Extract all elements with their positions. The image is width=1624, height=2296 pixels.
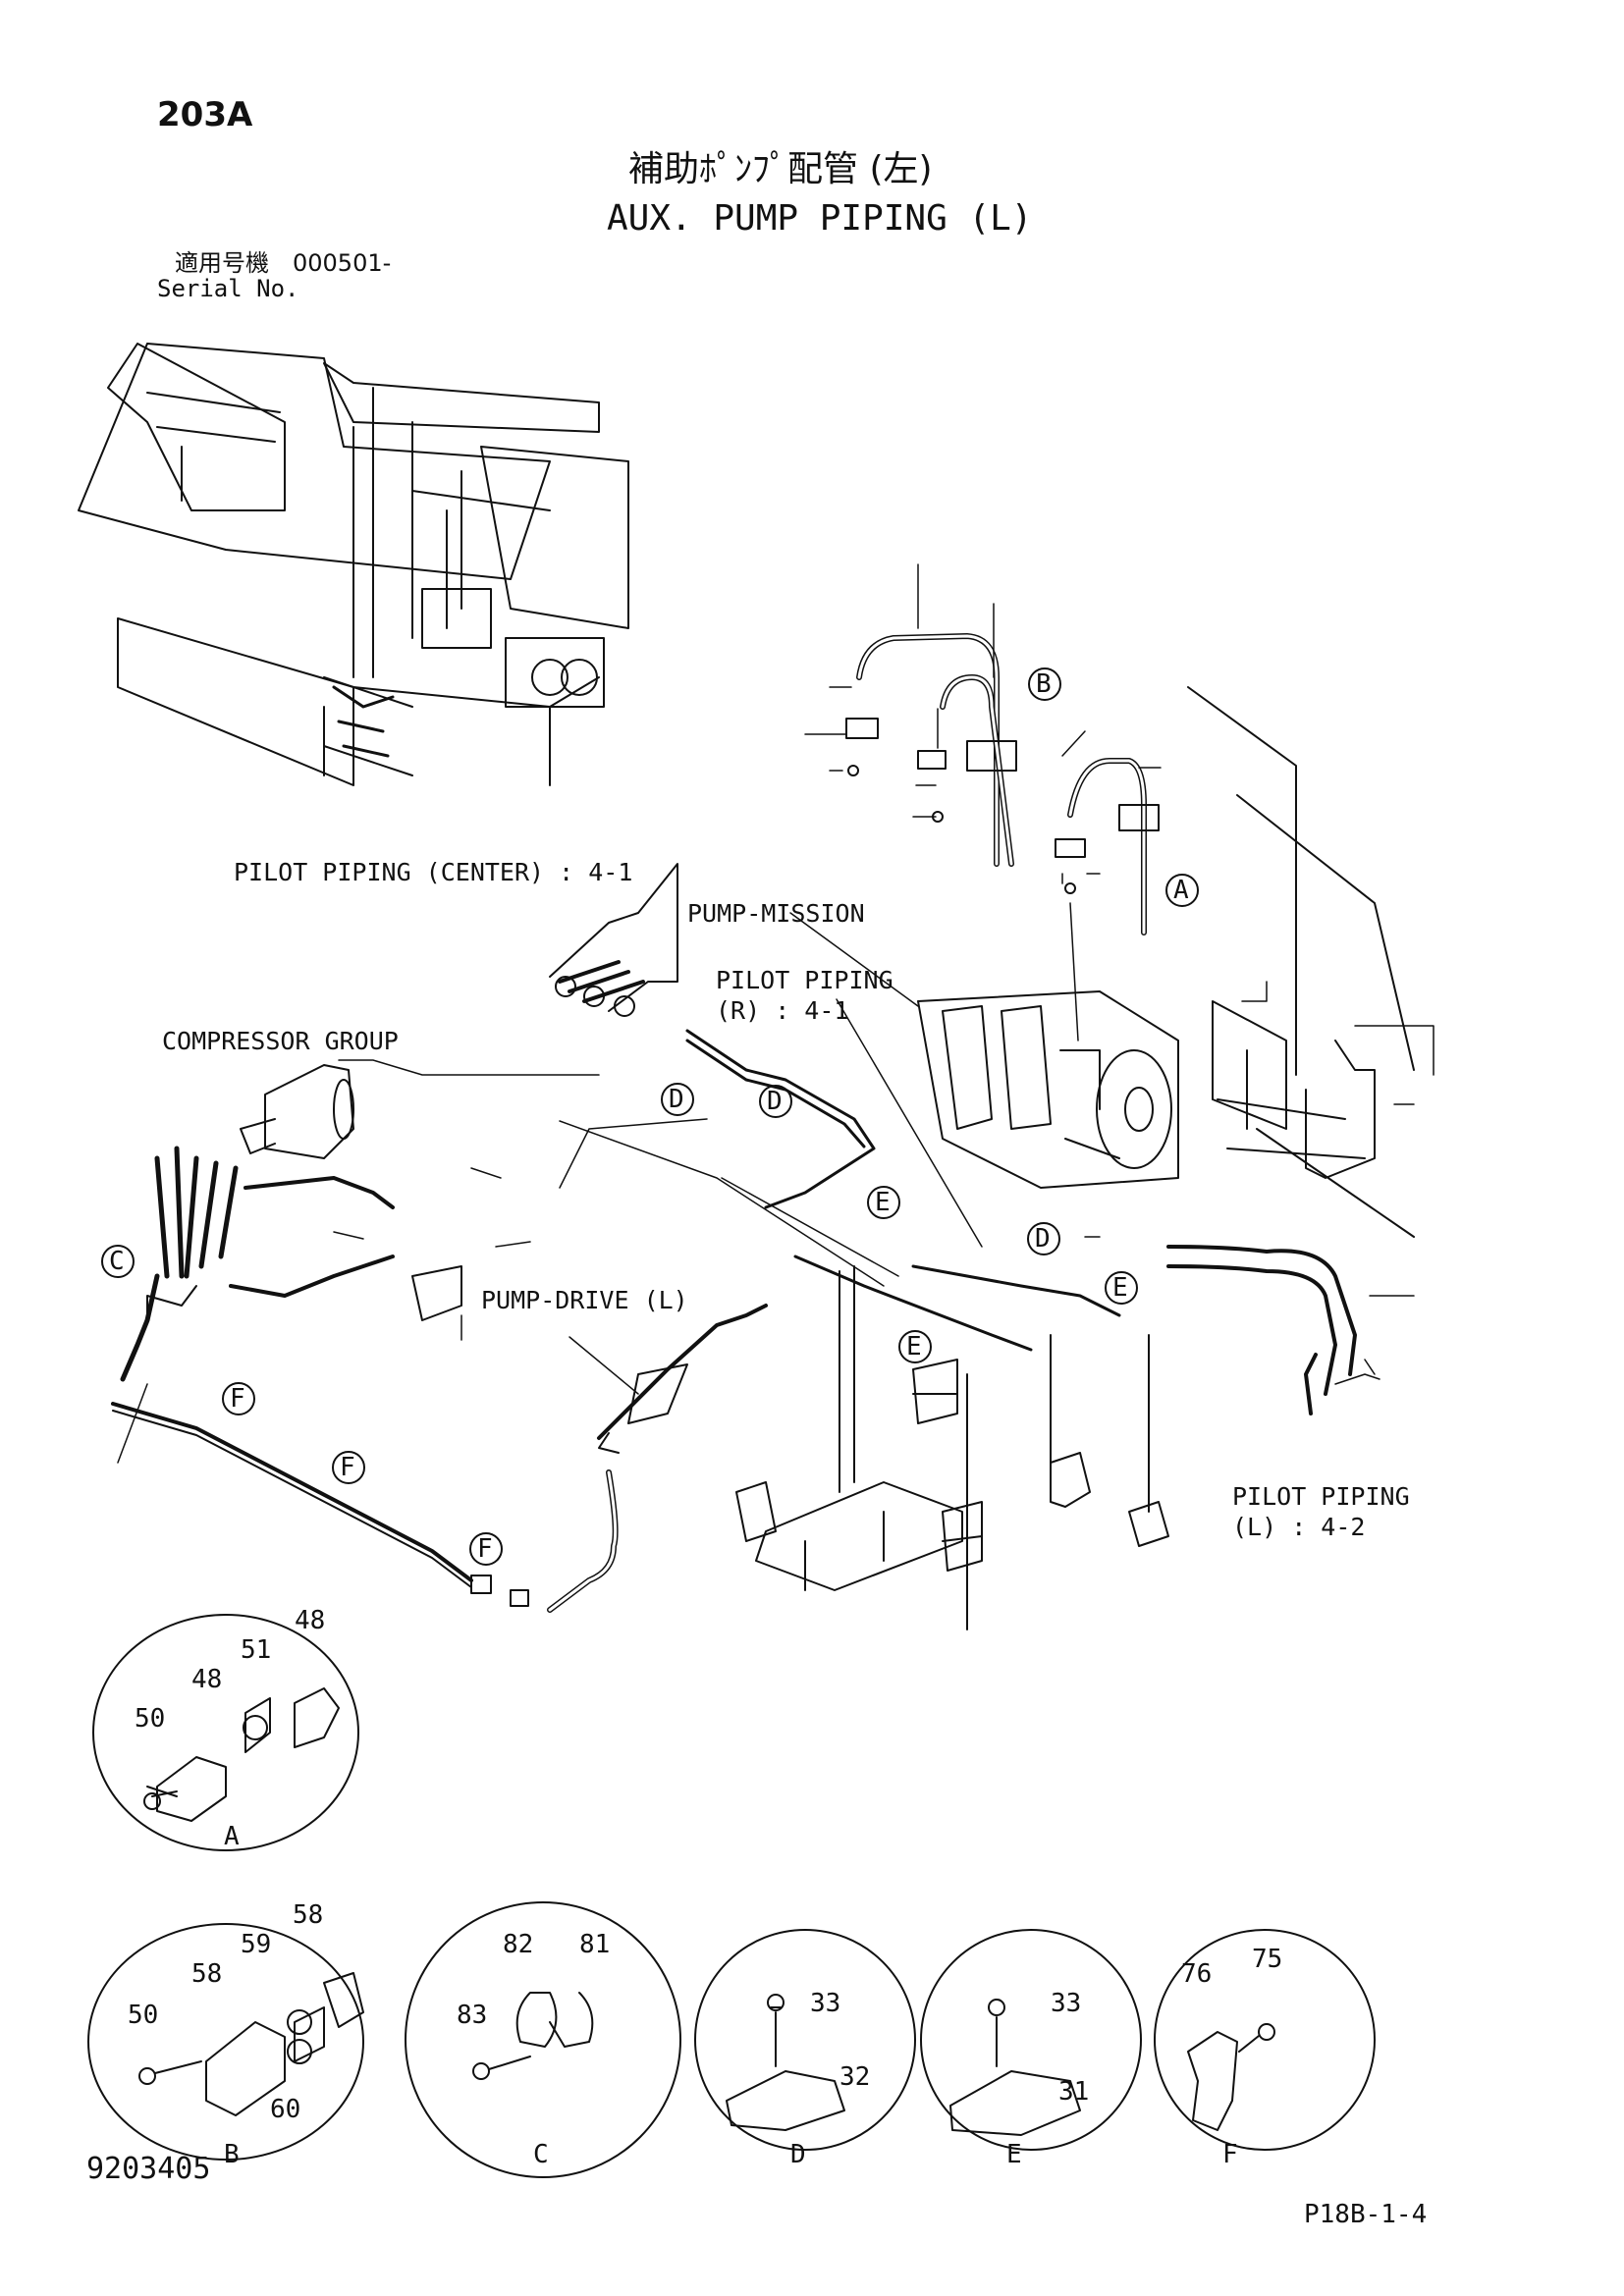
upper-fittings xyxy=(846,719,1159,893)
callout-letter: B xyxy=(1036,669,1052,699)
detail-c-part: 83 xyxy=(457,2001,488,2030)
detail-a-part: 48 xyxy=(191,1665,223,1694)
label-pilot-piping-r: PILOT PIPING xyxy=(716,966,893,994)
pilot-piping-center xyxy=(550,864,677,1016)
serial-label-japanese: 適用号機 000501- xyxy=(175,249,392,277)
detail-letter-b: B xyxy=(224,2140,240,2169)
upper-hoses xyxy=(859,636,1144,933)
lower-lines xyxy=(113,1404,616,1610)
label-compressor-group: COMPRESSOR GROUP xyxy=(162,1027,399,1055)
machine-overview-illustration xyxy=(79,344,628,785)
label-pilot-piping-l: PILOT PIPING xyxy=(1232,1482,1410,1511)
callout-letter: C xyxy=(109,1247,125,1276)
label-pilot-piping-l-ref: (L) : 4-2 xyxy=(1232,1513,1366,1541)
detail-letter-d: D xyxy=(790,2140,806,2169)
detail-letter-c: C xyxy=(533,2140,549,2169)
detail-parts-art xyxy=(139,1688,1274,2135)
callout-letter: F xyxy=(230,1384,245,1414)
callout-letter: D xyxy=(1035,1224,1051,1254)
detail-f-part: 75 xyxy=(1252,1945,1283,1974)
detail-a-part: 48 xyxy=(295,1606,326,1635)
page-reference: P18B-1-4 xyxy=(1304,2200,1428,2229)
page-code: 203A xyxy=(157,95,253,134)
document-number: 9203405 xyxy=(86,2152,211,2186)
label-pilot-piping-r-ref: (R) : 4-1 xyxy=(716,996,849,1025)
detail-e-part: 31 xyxy=(1058,2077,1090,2107)
callout-letter: F xyxy=(340,1453,355,1482)
label-pump-drive: PUMP-DRIVE (L) xyxy=(481,1286,688,1314)
detail-letter-f: F xyxy=(1222,2140,1238,2169)
compressor-group xyxy=(123,1065,393,1379)
mounting-brackets xyxy=(736,1266,1168,1629)
callout-letter: D xyxy=(669,1085,684,1114)
callout-letter: E xyxy=(1112,1273,1128,1303)
callout-letter: D xyxy=(767,1087,783,1116)
detail-e-part: 33 xyxy=(1051,1989,1082,2018)
detail-letter-e: E xyxy=(1006,2140,1022,2169)
detail-b-part: 60 xyxy=(270,2095,301,2124)
page-title-english: AUX. PUMP PIPING (L) xyxy=(607,198,1033,239)
detail-d-part: 33 xyxy=(810,1989,841,2018)
detail-a-part: 50 xyxy=(135,1704,166,1734)
label-pilot-piping-center: PILOT PIPING (CENTER) : 4-1 xyxy=(234,858,633,886)
detail-b-part: 58 xyxy=(293,1900,324,1930)
callout-letter: A xyxy=(1173,876,1189,905)
leader-lines xyxy=(118,564,1434,1463)
serial-label-english: Serial No. xyxy=(157,275,299,302)
detail-d-part: 32 xyxy=(839,2062,871,2092)
callout-letter: F xyxy=(477,1534,493,1564)
detail-circles xyxy=(88,1615,1375,2177)
main-pipes xyxy=(687,1031,1355,1414)
callout-letter: E xyxy=(906,1332,922,1362)
pump-assembly xyxy=(918,687,1414,1237)
detail-a-part: 51 xyxy=(241,1635,272,1665)
pump-drive xyxy=(412,1266,766,1453)
detail-f-part: 76 xyxy=(1181,1959,1213,1989)
callout-letter: E xyxy=(875,1188,891,1217)
detail-letter-a: A xyxy=(224,1822,240,1851)
label-pump-mission: PUMP-MISSION xyxy=(687,899,865,928)
detail-b-part: 58 xyxy=(191,1959,223,1989)
detail-b-part: 59 xyxy=(241,1930,272,1959)
detail-c-part: 81 xyxy=(579,1930,611,1959)
page-title-japanese: 補助ﾎﾟﾝﾌﾟ配管 (左) xyxy=(628,149,933,189)
detail-c-part: 82 xyxy=(503,1930,534,1959)
detail-b-part: 50 xyxy=(128,2001,159,2030)
callout-circles xyxy=(102,668,1198,1565)
